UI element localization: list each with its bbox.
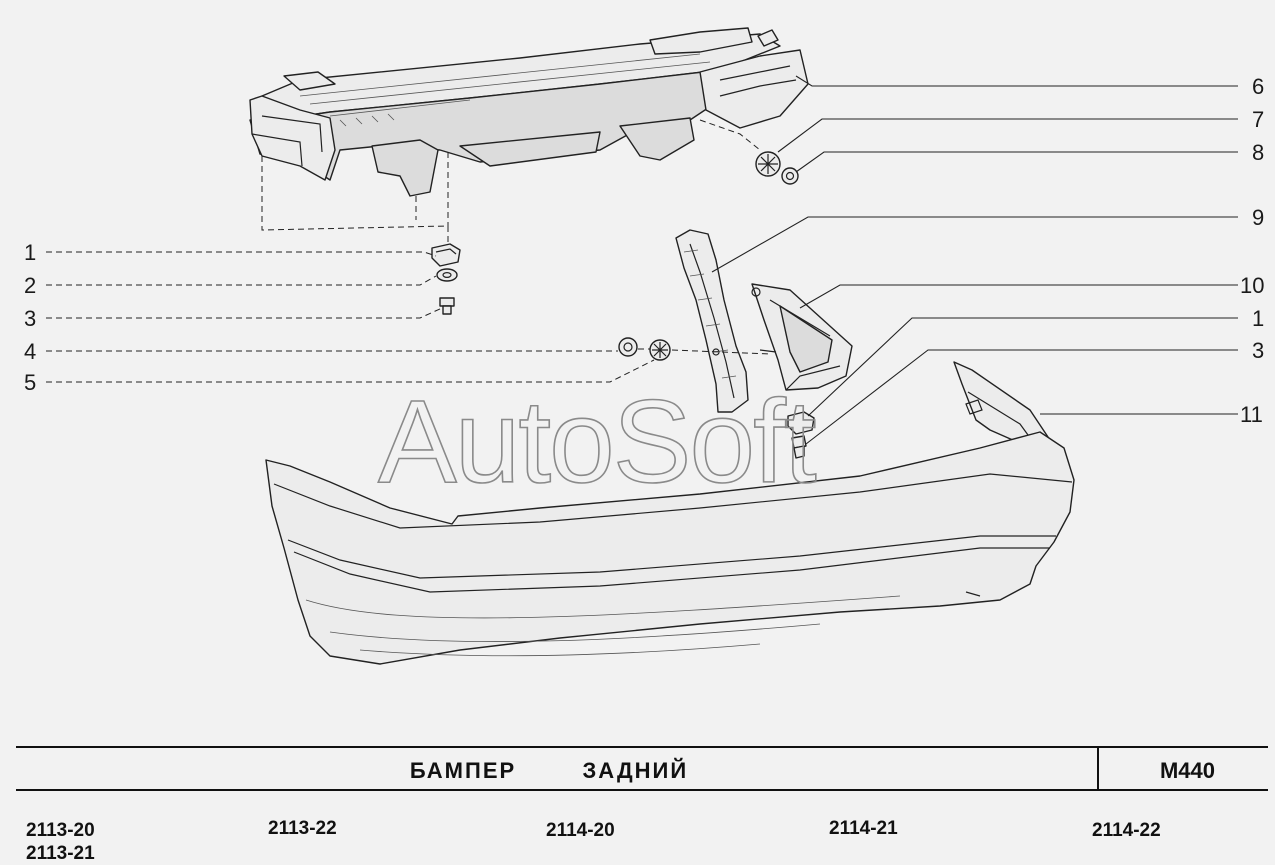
callout-9: 9 <box>1252 205 1264 230</box>
callout-1-left: 1 <box>24 240 36 265</box>
callout-11: 11 <box>1240 402 1263 427</box>
callout-7: 7 <box>1252 107 1264 132</box>
model-2113-21: 2113-21 <box>26 843 95 864</box>
title-block-divider <box>1097 746 1099 791</box>
diagram-title: БАМПЕР ЗАДНИЙ <box>409 758 689 783</box>
fastener-clip-1-left <box>431 243 461 267</box>
fastener-clip-1-right <box>787 411 815 435</box>
callouts-left: 1 2 3 4 5 <box>24 240 36 395</box>
model-2114-21: 2114-21 <box>829 818 898 839</box>
nut-4 <box>618 337 638 357</box>
callout-6: 6 <box>1252 74 1264 99</box>
watermark: AutoSoft <box>378 376 816 508</box>
lock-washer-7 <box>755 151 781 177</box>
model-2113-22: 2113-22 <box>268 818 337 839</box>
leader-lines <box>46 75 1238 445</box>
callout-3-right: 3 <box>1252 338 1264 363</box>
model-2114-20: 2114-20 <box>546 820 615 841</box>
washer-2 <box>436 268 458 282</box>
callout-1-right: 1 <box>1252 306 1264 331</box>
callouts-right: 6 7 8 9 10 1 3 11 <box>1240 74 1264 427</box>
lock-washer-5 <box>649 339 671 361</box>
callout-8: 8 <box>1252 140 1264 165</box>
model-2113-20: 2113-20 <box>26 820 95 841</box>
bumper-reinforcement-beam <box>249 27 809 248</box>
bumper-side-guide-9 <box>675 229 749 413</box>
model-2114-22: 2114-22 <box>1092 820 1161 841</box>
bolt-3-left <box>439 297 455 315</box>
callout-2: 2 <box>24 273 36 298</box>
bolt-3-right <box>791 435 807 459</box>
callout-10: 10 <box>1240 273 1264 298</box>
callout-3-left: 3 <box>24 306 36 331</box>
title-block-top-rule <box>16 746 1268 748</box>
diagram-code: М440 <box>1159 758 1216 783</box>
bumper-bracket-10 <box>751 283 853 391</box>
callout-4: 4 <box>24 339 36 364</box>
nut-8 <box>781 167 799 185</box>
title-block-bottom-rule <box>16 789 1268 791</box>
rear-bumper-11 <box>265 361 1075 665</box>
callout-5: 5 <box>24 370 36 395</box>
